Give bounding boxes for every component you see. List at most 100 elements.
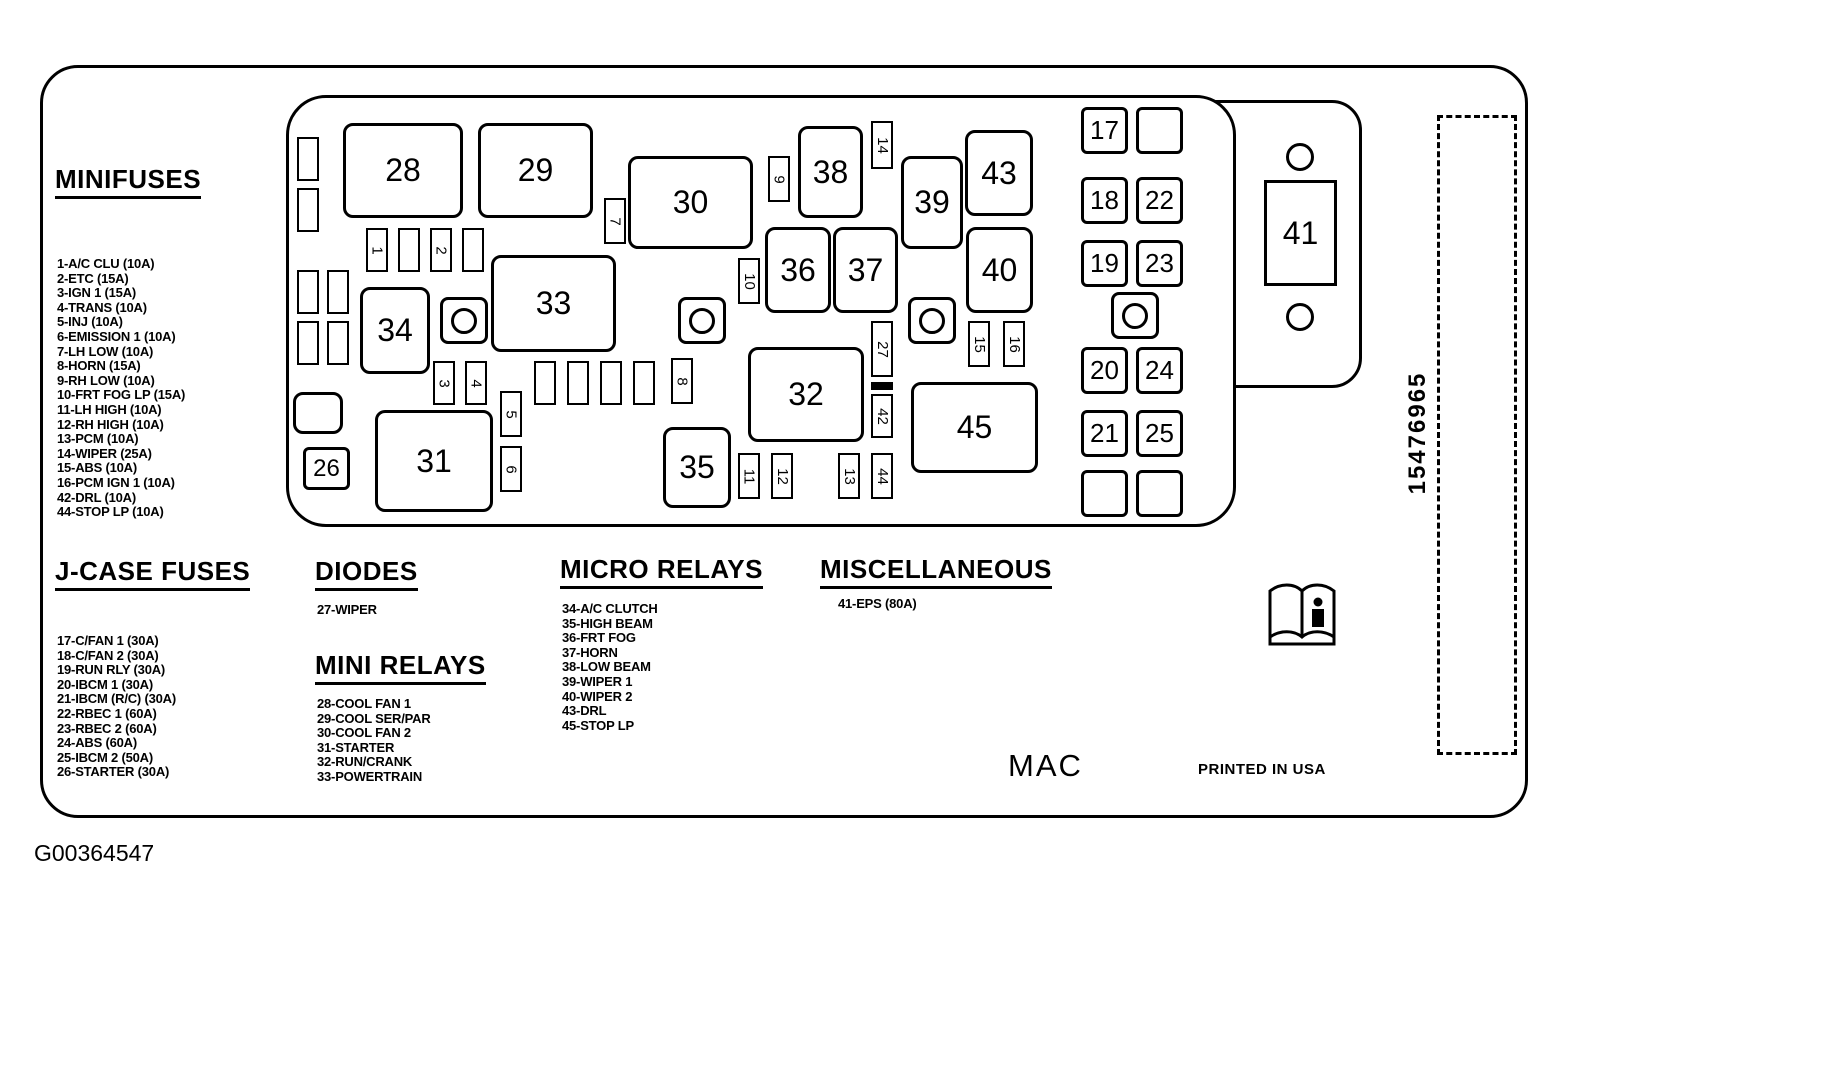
jcase-cell-21: 21 — [1081, 410, 1128, 457]
minifuse-slot-5: 5 — [500, 391, 522, 437]
list-item: 43-DRL — [562, 703, 607, 719]
fuse-slot-label: 7 — [606, 216, 624, 226]
micro-relays-title: MICRO RELAYS — [560, 554, 763, 589]
list-item: 30-COOL FAN 2 — [317, 725, 411, 741]
list-item: 34-A/C CLUTCH — [562, 601, 658, 616]
minifuse-slot-42: 42 — [871, 394, 893, 438]
empty-square-cell — [293, 392, 343, 434]
minifuse-slot-12: 12 — [771, 453, 793, 499]
list-item: 16-PCM IGN 1 (10A) — [57, 474, 175, 490]
relay-cell-32: 32 — [748, 347, 864, 442]
printed-in-usa-text: PRINTED IN USA — [1198, 761, 1326, 778]
jcase-cell-22: 22 — [1136, 177, 1183, 224]
list-item: 39-WIPER 1 — [562, 673, 633, 689]
list-item: 35-HIGH BEAM — [562, 615, 653, 631]
fuse-slot-label: 4 — [467, 378, 485, 388]
jcase-cell-17: 17 — [1081, 107, 1128, 154]
label-dashed-box — [1437, 115, 1517, 755]
list-item: 17-C/FAN 1 (30A) — [57, 633, 159, 648]
mac-mark: MAC — [1008, 748, 1083, 783]
relay-cell-35: 35 — [663, 427, 731, 508]
relay-cell-34: 34 — [360, 287, 430, 374]
fuse-slot-label: 27 — [873, 340, 891, 358]
fuse-slot-label: 1 — [368, 245, 386, 255]
empty-fuse-slot — [297, 137, 319, 181]
fuse-slot-label: 2 — [432, 245, 450, 255]
list-item: 14-WIPER (25A) — [57, 445, 152, 461]
jcase-cell-24: 24 — [1136, 347, 1183, 394]
fuse-slot-label: 13 — [840, 467, 858, 485]
minifuse-slot-3: 3 — [433, 361, 455, 405]
part-number-vertical: 15476965 — [1404, 371, 1431, 495]
fuse-slot-label: 14 — [873, 136, 891, 154]
empty-jcase-cell — [1136, 470, 1183, 517]
diode-slot-27: 27 — [871, 321, 893, 377]
list-item: 20-IBCM 1 (30A) — [57, 676, 153, 692]
relay-cell-30: 30 — [628, 156, 753, 249]
minifuse-slot-11: 11 — [738, 453, 760, 499]
minifuse-slot-10: 10 — [738, 258, 760, 304]
list-item: 45-STOP LP — [562, 717, 634, 733]
empty-jcase-cell — [1136, 107, 1183, 154]
book-icon-svg — [1268, 583, 1336, 646]
bolt-circle — [1122, 302, 1148, 329]
list-item: 12-RH HIGH (10A) — [57, 416, 164, 432]
fusebox-body: 28 29 30 38 39 43 36 37 40 33 34 32 45 3… — [286, 95, 1236, 527]
list-item: 26-STARTER (30A) — [57, 764, 170, 780]
list-item: 6-EMISSION 1 (10A) — [57, 328, 176, 344]
separator-block — [871, 382, 893, 390]
bolt-hole — [908, 297, 956, 344]
empty-fuse-slot — [327, 321, 349, 365]
minifuse-slot-7: 7 — [604, 198, 626, 244]
list-item: 33-POWERTRAIN — [317, 768, 423, 784]
fuse-slot-label: 5 — [502, 409, 520, 419]
minifuse-slot-1: 1 — [366, 228, 388, 272]
bolt-circle — [451, 307, 477, 334]
list-item: 29-COOL SER/PAR — [317, 710, 431, 726]
fuse-slot-label: 42 — [873, 407, 891, 425]
list-item: 8-HORN (15A) — [57, 358, 141, 374]
jcase-cell-26: 26 — [303, 447, 350, 490]
list-item: 38-LOW BEAM — [562, 659, 651, 675]
minifuse-slot-13: 13 — [838, 453, 860, 499]
list-item: 18-C/FAN 2 (30A) — [57, 647, 159, 663]
list-item: 9-RH LOW (10A) — [57, 372, 155, 388]
minifuse-slot-9: 9 — [768, 156, 790, 202]
list-item: 4-TRANS (10A) — [57, 299, 147, 315]
list-item: 15-ABS (10A) — [57, 460, 137, 476]
miscellaneous-title: MISCELLANEOUS — [820, 554, 1052, 589]
list-item: 2-ETC (15A) — [57, 270, 129, 286]
minifuse-slot-16: 16 — [1003, 321, 1025, 367]
minifuse-slot-2: 2 — [430, 228, 452, 272]
list-item: 44-STOP LP (10A) — [57, 504, 164, 520]
bolt-hole — [440, 297, 488, 344]
list-item: 37-HORN — [562, 644, 618, 660]
list-item: 25-IBCM 2 (50A) — [57, 749, 153, 765]
list-item: 27-WIPER — [317, 602, 377, 617]
minifuse-slot-6: 6 — [500, 446, 522, 492]
miscellaneous-list: 41-EPS (80A) — [838, 596, 917, 612]
bolt-circle — [919, 307, 945, 334]
owners-manual-book-icon — [1266, 577, 1338, 662]
minifuse-slot-44: 44 — [871, 453, 893, 499]
list-item: 7-LH LOW (10A) — [57, 343, 154, 359]
fuse-cell-41: 41 — [1264, 180, 1337, 286]
diodes-list: 27-WIPER — [317, 602, 377, 618]
mount-hole-top-circle — [1286, 143, 1314, 171]
jcase-cell-19: 19 — [1081, 240, 1128, 287]
minifuse-slot-15: 15 — [968, 321, 990, 367]
empty-fuse-slot — [567, 361, 589, 405]
jcase-cell-23: 23 — [1136, 240, 1183, 287]
list-item: 36-FRT FOG — [562, 630, 636, 646]
list-item: 31-STARTER — [317, 739, 395, 755]
empty-fuse-slot — [462, 228, 484, 272]
empty-fuse-slot — [398, 228, 420, 272]
bolt-circle — [689, 307, 715, 334]
jcase-list: 17-C/FAN 1 (30A)18-C/FAN 2 (30A)19-RUN R… — [57, 633, 176, 780]
fuse-slot-label: 3 — [435, 378, 453, 388]
relay-cell-37: 37 — [833, 227, 898, 313]
relay-cell-40: 40 — [966, 227, 1033, 313]
list-item: 5-INJ (10A) — [57, 314, 123, 330]
